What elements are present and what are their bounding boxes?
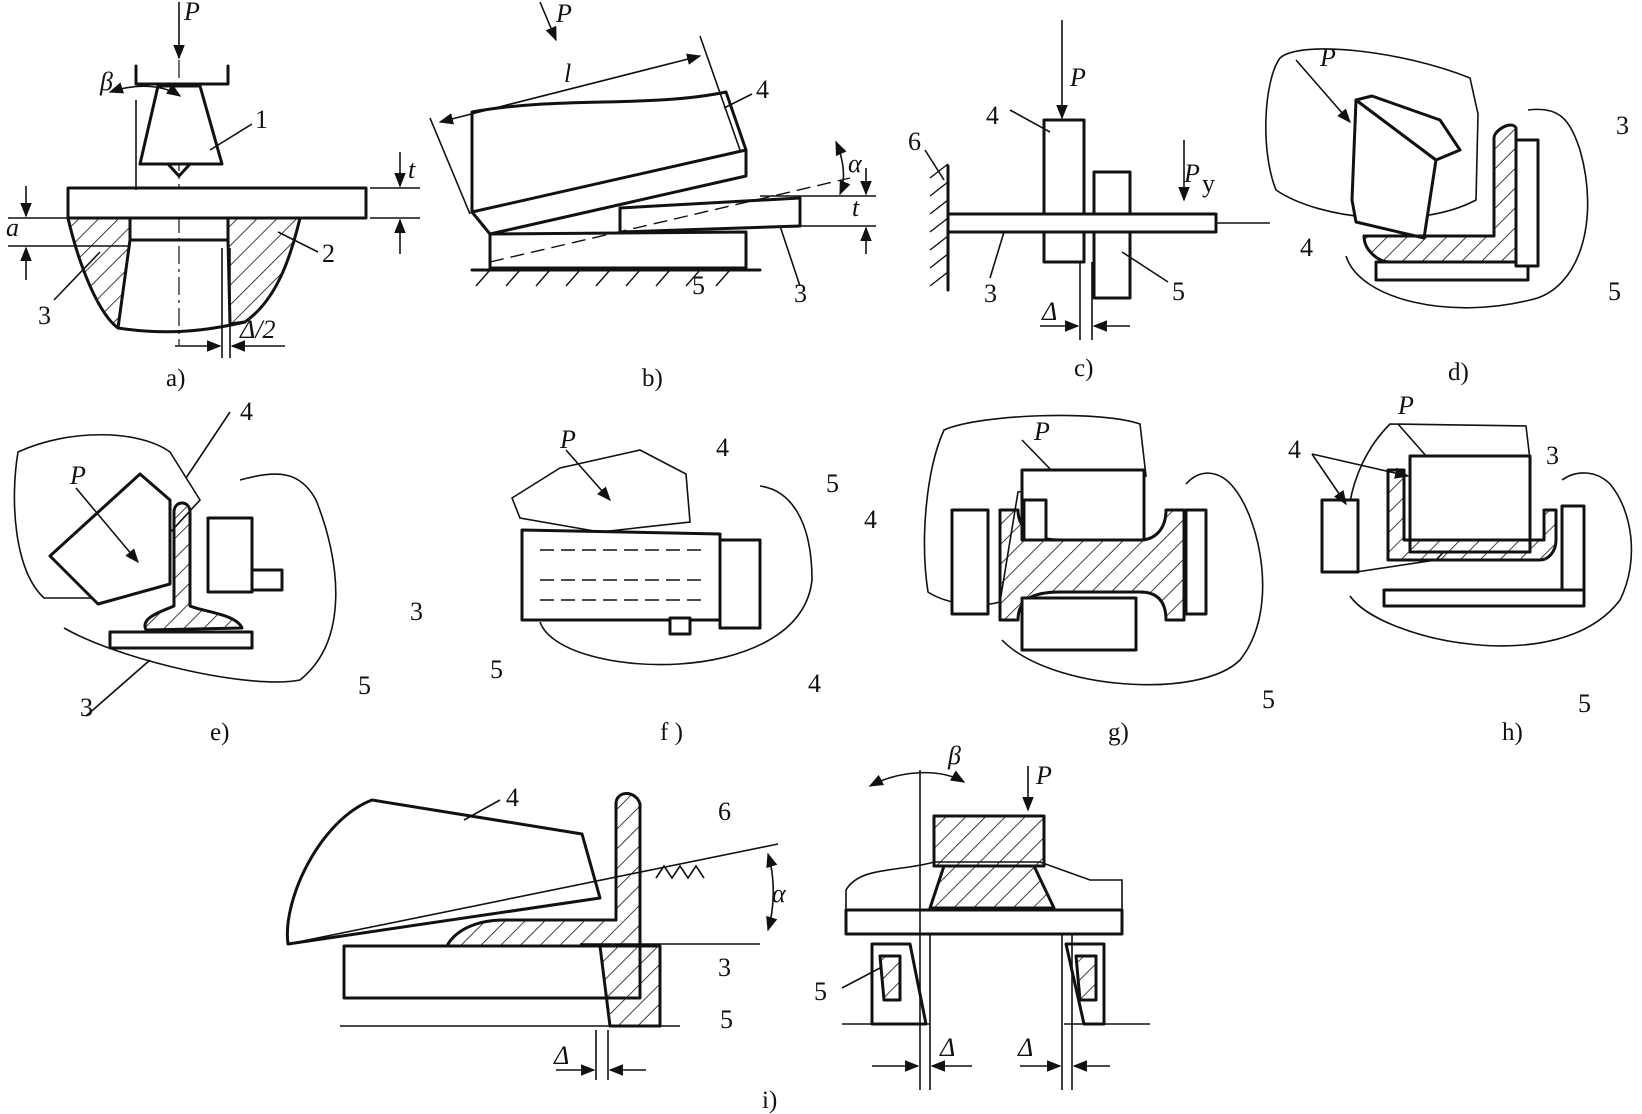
panel-b: P l 4 α t 5 3 b) xyxy=(429,0,876,392)
label-knife-5: 5 xyxy=(1608,277,1621,306)
caption-a: a) xyxy=(166,365,185,392)
label-blade-5: 5 xyxy=(692,271,705,300)
upper-knife xyxy=(48,472,172,606)
label-bar-3: 3 xyxy=(410,597,423,626)
label-blade-4: 4 xyxy=(756,75,769,104)
upper-knife xyxy=(1408,454,1532,554)
label-force-p: P xyxy=(1033,417,1050,446)
panel-d: P 3 4 5 d) xyxy=(1265,43,1629,386)
channel-bar xyxy=(1386,468,1558,562)
label-knife-5: 5 xyxy=(1172,277,1185,306)
label-stop-6: 6 xyxy=(908,127,921,156)
t-section-bar xyxy=(143,501,244,632)
label-knife-4: 4 xyxy=(506,783,519,812)
label-knife-4: 4 xyxy=(716,433,729,462)
angle-bar xyxy=(1362,123,1518,264)
sheet-blank xyxy=(66,186,368,220)
label-length-l: l xyxy=(564,59,571,88)
label-knife-4-lower: 4 xyxy=(808,669,821,698)
die-right xyxy=(226,216,302,326)
punch-lower xyxy=(928,864,1056,910)
angle-bar xyxy=(446,792,642,950)
label-die-2: 2 xyxy=(322,239,335,268)
label-force-py-subscript: y xyxy=(1202,169,1215,198)
panel-a: P β 1 2 3 t a Δ/2 a) xyxy=(6,0,420,392)
label-knife-4: 4 xyxy=(240,397,253,426)
label-knife-5: 5 xyxy=(826,469,839,498)
lower-knife xyxy=(598,944,662,1028)
lower-knife xyxy=(1092,230,1132,300)
die-left xyxy=(66,216,132,330)
label-force-p: P xyxy=(69,461,86,490)
channel-bar xyxy=(520,528,722,622)
label-alpha: α xyxy=(848,149,863,178)
sheet-blank xyxy=(618,196,802,234)
label-force-p: P xyxy=(183,0,200,26)
label-knife-5-lower: 5 xyxy=(490,655,503,684)
label-knife-5: 5 xyxy=(1262,685,1275,714)
label-delta: Δ xyxy=(553,1041,569,1070)
label-stop-6: 6 xyxy=(718,797,731,826)
caption-f: f ) xyxy=(660,719,683,746)
label-knife-5: 5 xyxy=(814,977,827,1006)
label-delta-left: Δ xyxy=(939,1033,955,1062)
punch-upper xyxy=(932,814,1046,868)
panel-i-left: 4 6 α 3 5 Δ i) xyxy=(285,783,787,1114)
upper-knife xyxy=(1042,118,1086,216)
label-knife-5: 5 xyxy=(358,671,371,700)
label-beta: β xyxy=(947,741,961,770)
label-bar-3: 3 xyxy=(984,279,997,308)
label-bar-3: 3 xyxy=(1546,441,1559,470)
upper-blade xyxy=(470,90,748,214)
label-sheet-3: 3 xyxy=(38,301,51,330)
label-sheet-3: 3 xyxy=(794,279,807,308)
caption-i: i) xyxy=(762,1087,777,1114)
label-beta: β xyxy=(99,67,113,96)
label-knife-4: 4 xyxy=(1288,435,1301,464)
label-angle-3: 3 xyxy=(1616,111,1629,140)
label-force-p: P xyxy=(1035,761,1052,790)
label-punch-1: 1 xyxy=(255,105,268,134)
panel-c: P P y 6 4 3 5 Δ c) xyxy=(908,20,1270,382)
label-bar-3: 3 xyxy=(718,953,731,982)
label-knife-4: 4 xyxy=(864,505,877,534)
label-force-p: P xyxy=(555,0,572,28)
label-knife-4: 4 xyxy=(986,101,999,130)
label-bar-3: 3 xyxy=(80,693,93,722)
caption-h: h) xyxy=(1502,719,1523,746)
lower-blade xyxy=(488,230,748,270)
caption-g: g) xyxy=(1108,719,1129,746)
sheet-blank xyxy=(844,908,1124,936)
label-knife-4: 4 xyxy=(1300,233,1313,262)
label-thickness-t: t xyxy=(852,193,860,222)
panel-g: P 4 5 g) xyxy=(864,414,1275,746)
panel-i-right: β P 5 Δ Δ xyxy=(814,741,1150,1090)
upper-knife xyxy=(285,798,602,946)
label-delta-half: Δ/2 xyxy=(239,315,275,344)
label-delta: Δ xyxy=(1041,297,1057,326)
label-knife-5: 5 xyxy=(720,1005,733,1034)
panel-h: P 4 3 5 h) xyxy=(1288,391,1633,746)
label-dim-a: a xyxy=(6,213,19,242)
label-force-p: P xyxy=(1069,63,1086,92)
label-force-py: P xyxy=(1183,159,1200,188)
label-force-p: P xyxy=(1319,43,1336,72)
caption-d: d) xyxy=(1448,359,1469,386)
panel-f: P 4 5 3 5 4 f ) xyxy=(410,425,839,746)
panel-e: P 4 3 5 e) xyxy=(13,397,371,746)
label-knife-5: 5 xyxy=(1578,689,1591,718)
label-thickness-t: t xyxy=(408,155,416,184)
label-force-p: P xyxy=(1397,391,1414,420)
label-alpha: α xyxy=(772,879,787,908)
caption-c: c) xyxy=(1074,355,1093,382)
bar-stock xyxy=(946,212,1218,234)
caption-e: e) xyxy=(210,719,229,746)
label-force-p: P xyxy=(559,425,576,454)
label-delta-right: Δ xyxy=(1017,1033,1033,1062)
caption-b: b) xyxy=(642,365,663,392)
punch xyxy=(138,84,224,166)
